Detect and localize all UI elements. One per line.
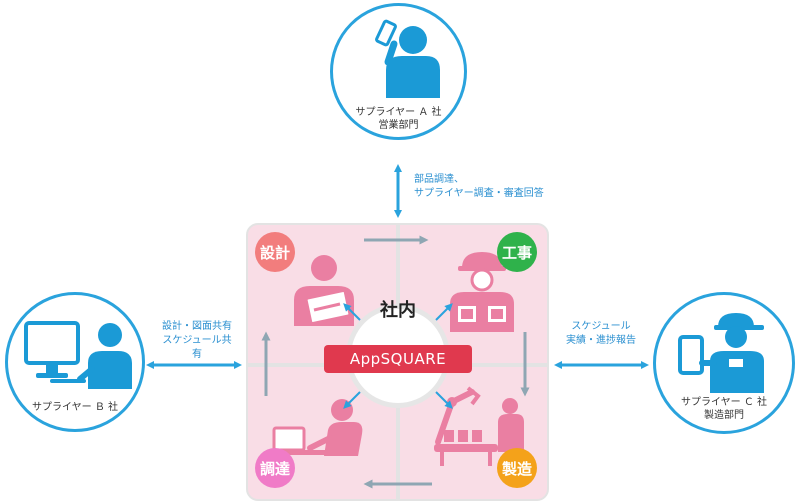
supplier-a-circle: サプライヤー Ａ 社 営業部門 xyxy=(330,3,467,140)
flow-right-line-2: 実績・進捗報告 xyxy=(566,335,636,346)
radial-arrow-se xyxy=(435,391,453,409)
radial-arrow-ne xyxy=(435,303,453,321)
flow-top-text: 部品調達、 サプライヤー調査・審査回答 xyxy=(414,173,544,201)
worker-tablet-icon xyxy=(678,313,764,393)
supplier-c-name: サプライヤー Ｃ 社 xyxy=(680,397,768,408)
computer-user-icon xyxy=(24,321,132,389)
flow-right-text: スケジュール 実績・進捗報告 xyxy=(562,320,640,348)
appsquare-label: AppSQUARE xyxy=(324,345,472,373)
flow-top-line-2: サプライヤー調査・審査回答 xyxy=(414,188,544,199)
supplier-c-circle: サプライヤー Ｃ 社 製造部門 xyxy=(653,292,795,434)
badge-procurement: 調達 xyxy=(255,448,295,488)
center-title: 社内 xyxy=(380,300,416,321)
supplier-b-circle: サプライヤー Ｂ 社 xyxy=(5,292,145,432)
supplier-a-dept: 営業部門 xyxy=(378,120,419,131)
supplier-b-name: サプライヤー Ｂ 社 xyxy=(31,402,119,413)
flow-left-line-1: 設計・図面共有 xyxy=(162,321,232,332)
badge-construction: 工事 xyxy=(497,232,537,272)
radial-arrow-nw xyxy=(343,303,361,321)
designer-icon xyxy=(294,255,354,326)
flow-top-line-1: 部品調達、 xyxy=(414,174,464,185)
supplier-c-dept: 製造部門 xyxy=(704,410,744,421)
badge-design: 設計 xyxy=(255,232,295,272)
flow-left-line-2: スケジュール共有 xyxy=(162,335,232,360)
person-phone-icon xyxy=(375,19,440,98)
supplier-a-name: サプライヤー Ａ 社 xyxy=(355,107,442,118)
factory-line-icon xyxy=(434,386,524,466)
construction-worker-icon xyxy=(450,252,514,332)
flow-left-text: 設計・図面共有 スケジュール共有 xyxy=(160,320,234,362)
badge-manufacturing: 製造 xyxy=(497,448,537,488)
flow-right-line-1: スケジュール xyxy=(571,321,631,332)
procurement-desk-icon xyxy=(270,399,363,456)
radial-arrow-sw xyxy=(343,391,361,409)
